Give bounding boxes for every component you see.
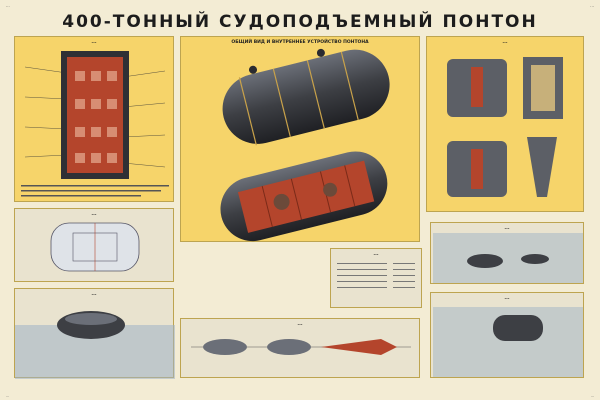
footer: ... ...	[0, 392, 600, 400]
fittings-drawing	[447, 57, 563, 197]
pontoon-exterior	[222, 48, 390, 146]
hull-section-drawing	[21, 51, 169, 197]
panel-floating: ...	[14, 288, 175, 379]
pontoon-cutaway	[220, 151, 388, 242]
panel-specs-title: ...	[373, 252, 379, 257]
panel-general-view-title: ОБЩИЙ ВИД И ВНУТРЕННЕЕ УСТРОЙСТВО ПОНТОН…	[231, 40, 369, 45]
panel-floating-title: ...	[91, 292, 97, 297]
panel-hull-section: ...	[14, 36, 174, 202]
header-left-note: ...	[6, 3, 10, 8]
panel-specs: ...	[330, 248, 422, 308]
connection-drawing	[191, 339, 411, 355]
panel-general-view: ОБЩИЙ ВИД И ВНУТРЕННЕЕ УСТРОЙСТВО ПОНТОН…	[180, 36, 420, 242]
panel-fittings: ...	[426, 36, 584, 212]
header-right-note: ...	[590, 3, 594, 8]
panel-raising-title: ...	[504, 296, 510, 301]
specs-table-lines	[337, 263, 415, 288]
underwater-drawing	[433, 233, 583, 283]
panel-raising: ...	[430, 292, 584, 378]
panel-fittings-title: ...	[502, 40, 508, 45]
footer-right: ...	[590, 394, 594, 398]
panel-connection: ...	[180, 318, 420, 378]
panel-underwater: ...	[430, 222, 584, 284]
raising-drawing	[433, 307, 583, 377]
panel-underwater-title: ...	[504, 226, 510, 231]
header-strip: ... ...	[0, 0, 600, 12]
panel-scheme-title: ...	[91, 212, 97, 217]
panel-hull-section-title: ...	[91, 40, 97, 45]
panel-scheme: ...	[14, 208, 174, 282]
pontoon-drawing	[220, 48, 390, 242]
poster-title: 400-ТОННЫЙ СУДОПОДЪЕМНЫЙ ПОНТОН	[62, 12, 538, 32]
scheme-drawing	[50, 222, 140, 272]
floating-drawing	[15, 311, 175, 379]
footer-left: ...	[6, 394, 10, 398]
panel-connection-title: ...	[297, 322, 303, 327]
